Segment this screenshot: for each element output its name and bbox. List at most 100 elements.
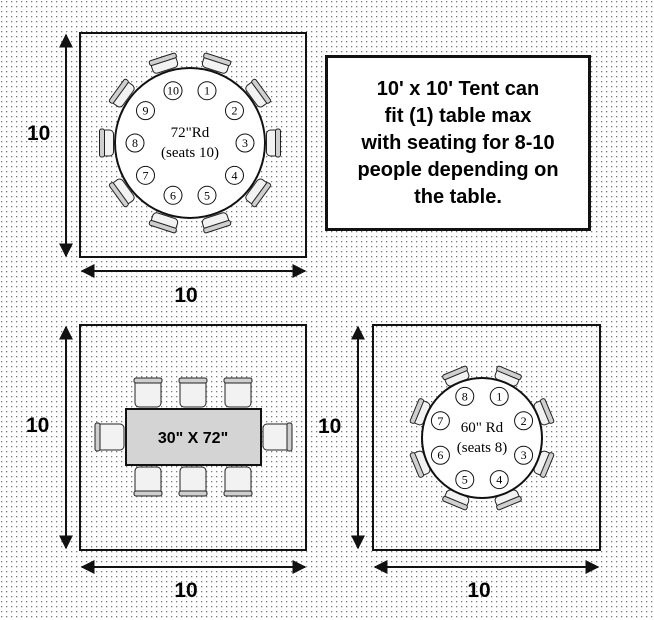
chair-back bbox=[133, 377, 163, 384]
chair bbox=[108, 178, 135, 208]
chair bbox=[133, 377, 163, 408]
chair bbox=[262, 422, 293, 452]
seat-number-circle bbox=[430, 411, 450, 431]
seat-number-circle bbox=[489, 386, 509, 406]
seat-number-circle bbox=[489, 470, 509, 490]
chair bbox=[94, 422, 125, 452]
table-size-label: 60" Rd bbox=[461, 420, 504, 436]
chair-back bbox=[275, 128, 281, 158]
chair bbox=[266, 128, 281, 158]
chair bbox=[148, 212, 179, 234]
chair bbox=[245, 78, 272, 108]
info-line: 10' x 10' Tent can bbox=[376, 77, 540, 100]
seat-number: 5 bbox=[462, 473, 468, 487]
chair-back bbox=[133, 490, 163, 497]
seat-number-circle bbox=[163, 185, 183, 205]
seat-number: 7 bbox=[143, 168, 149, 182]
chair-back bbox=[178, 490, 208, 497]
chair-back bbox=[251, 182, 272, 208]
chair bbox=[148, 52, 179, 74]
chair bbox=[494, 365, 522, 387]
seat-number-circle bbox=[514, 445, 534, 465]
chair-back bbox=[108, 182, 129, 208]
tent-height-label: 10 bbox=[26, 414, 49, 437]
chair bbox=[201, 52, 232, 74]
seat-number-circle bbox=[455, 470, 475, 490]
seat-number: 6 bbox=[170, 188, 176, 202]
chair-back bbox=[496, 365, 522, 381]
seat-number-circle bbox=[455, 386, 475, 406]
chair bbox=[245, 178, 272, 208]
seat-number: 2 bbox=[231, 104, 237, 118]
chair bbox=[409, 398, 431, 426]
tent-height-label: 10 bbox=[318, 415, 341, 438]
seat-number: 9 bbox=[143, 104, 149, 118]
chair-back bbox=[496, 495, 522, 511]
chair-back bbox=[203, 220, 232, 234]
round-table-top bbox=[421, 377, 543, 499]
seat-number: 4 bbox=[496, 473, 502, 487]
chair-back bbox=[148, 220, 177, 234]
chair-back bbox=[409, 452, 425, 478]
chair-back bbox=[442, 365, 468, 381]
chair bbox=[108, 78, 135, 108]
chair-back bbox=[108, 78, 129, 104]
chair-back bbox=[223, 377, 253, 384]
chair-back bbox=[223, 490, 253, 497]
chair bbox=[201, 212, 232, 234]
tent-width-label: 10 bbox=[174, 284, 197, 307]
info-line: the table. bbox=[414, 185, 502, 208]
seat-number-circle bbox=[197, 185, 217, 205]
info-box: 10' x 10' Tent can fit (1) table max wit… bbox=[325, 55, 591, 231]
chair-back bbox=[203, 52, 232, 66]
chair bbox=[223, 466, 253, 497]
table-seats-label: (seats 10) bbox=[161, 145, 219, 161]
seat-number-circle bbox=[514, 411, 534, 431]
seat-number-circle bbox=[430, 445, 450, 465]
seat-number-circle bbox=[235, 133, 255, 153]
chair-back bbox=[409, 398, 425, 424]
table-seats-label: (seats 8) bbox=[457, 440, 507, 456]
chair bbox=[533, 450, 555, 478]
seat-number-circle bbox=[136, 101, 156, 121]
info-line: fit (1) table max bbox=[384, 104, 532, 127]
seat-number: 3 bbox=[521, 448, 527, 462]
info-line: people depending on bbox=[357, 158, 559, 181]
seat-number: 7 bbox=[437, 414, 443, 428]
chair-back bbox=[94, 422, 101, 452]
chair-back bbox=[148, 52, 177, 66]
seat-number: 6 bbox=[437, 448, 443, 462]
chair-back bbox=[539, 452, 555, 478]
chair bbox=[223, 377, 253, 408]
seat-number-circle bbox=[125, 133, 145, 153]
table-size-label: 72"Rd bbox=[171, 125, 210, 141]
seat-number-circle bbox=[136, 165, 156, 185]
seat-number: 10 bbox=[167, 84, 179, 98]
tent-outline bbox=[79, 32, 307, 258]
seat-number-circle bbox=[224, 101, 244, 121]
seat-number: 3 bbox=[242, 136, 248, 150]
tent-outline bbox=[79, 324, 307, 551]
seat-number: 8 bbox=[462, 389, 468, 403]
chair-back bbox=[442, 495, 468, 511]
chair bbox=[178, 377, 208, 408]
seat-number: 1 bbox=[496, 389, 502, 403]
tent-outline bbox=[372, 324, 601, 551]
seat-number: 5 bbox=[204, 188, 210, 202]
chair-back bbox=[178, 377, 208, 384]
seat-number: 8 bbox=[132, 136, 138, 150]
chair-back bbox=[539, 398, 555, 424]
rectangular-table-top bbox=[125, 408, 262, 466]
chair bbox=[178, 466, 208, 497]
seat-number-circle bbox=[163, 81, 183, 101]
chair-back bbox=[286, 422, 293, 452]
tent-height-label: 10 bbox=[27, 122, 50, 145]
tent-width-label: 10 bbox=[174, 579, 197, 602]
rectangular-table-label: 30" X 72" bbox=[158, 430, 228, 447]
chair bbox=[99, 128, 114, 158]
chair-back bbox=[251, 78, 272, 104]
chair-back bbox=[99, 128, 105, 158]
info-line: with seating for 8-10 bbox=[361, 131, 555, 154]
